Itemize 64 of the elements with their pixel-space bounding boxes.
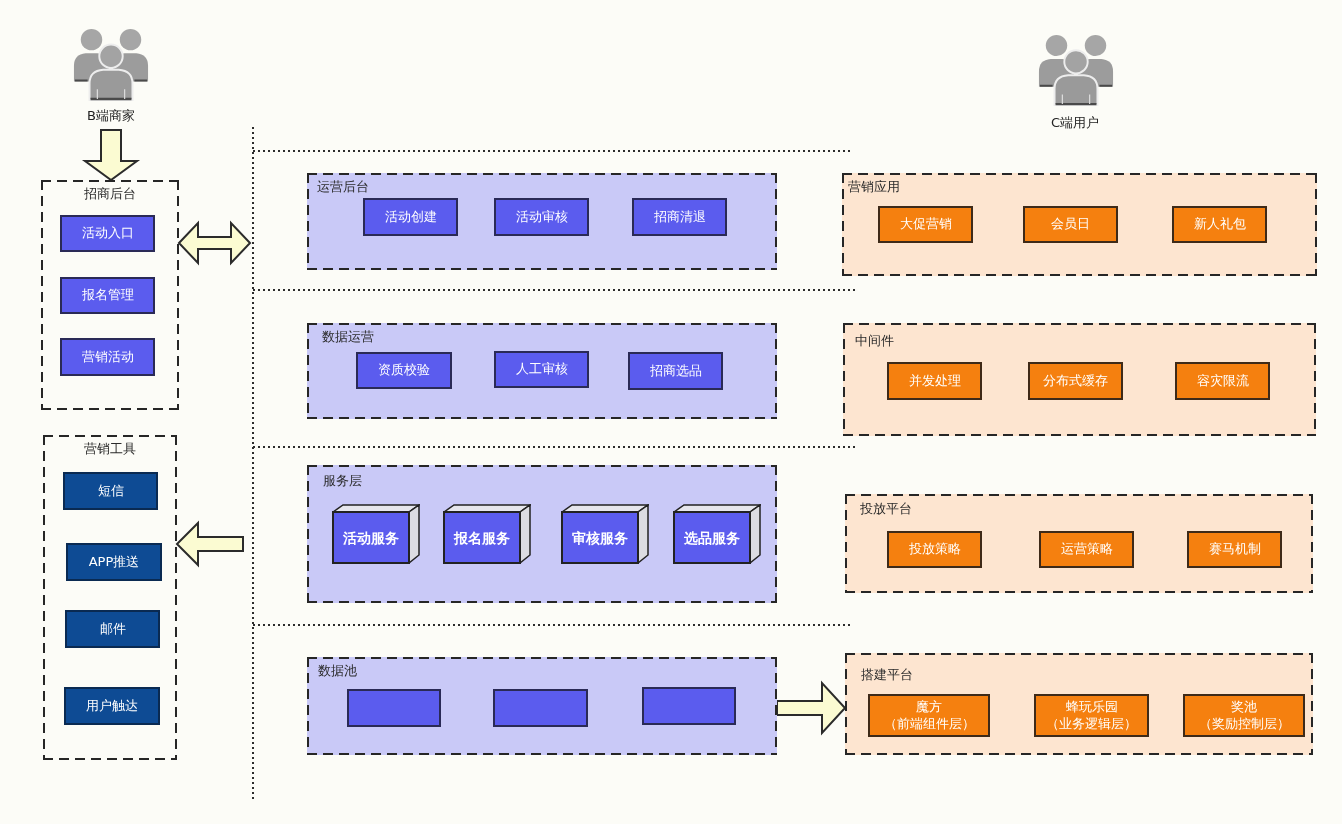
layer-panel xyxy=(307,323,777,419)
panel-title: 投放平台 xyxy=(860,501,912,517)
module-box: APP推送 xyxy=(66,543,162,581)
module-box: 分布式缓存 xyxy=(1028,362,1123,400)
layer-panel xyxy=(845,494,1313,593)
module-box: 资质校验 xyxy=(356,352,452,389)
group-panel xyxy=(43,435,177,760)
module-note: （前端组件层） xyxy=(883,715,975,733)
block-arrow xyxy=(81,129,141,182)
cube-label: 活动服务 xyxy=(343,530,399,546)
layer-panel xyxy=(307,173,777,270)
module-box: 短信 xyxy=(63,472,158,510)
group-panel xyxy=(41,180,179,410)
layer-panel xyxy=(307,465,777,603)
module-note: （奖励控制层） xyxy=(1198,715,1290,733)
module-box: 投放策略 xyxy=(887,531,982,568)
module-box: 赛马机制 xyxy=(1187,531,1282,568)
cube-label: 审核服务 xyxy=(572,530,628,546)
module-box xyxy=(642,687,736,725)
module-box xyxy=(868,694,990,737)
module-box: 用户触达 xyxy=(64,687,160,725)
layer-panel xyxy=(845,653,1313,755)
layer-panel xyxy=(307,657,777,755)
panel-title: 营销应用 xyxy=(848,179,900,195)
module-box xyxy=(1183,694,1305,737)
module-box: 人工审核 xyxy=(494,351,589,388)
module-box: 营销活动 xyxy=(60,338,155,376)
panel-title: 运营后台 xyxy=(317,179,369,195)
panel-title: 数据池 xyxy=(318,663,357,679)
panel-title: 服务层 xyxy=(323,473,362,489)
panel-title: 营销工具 xyxy=(83,441,137,457)
panel-title: 中间件 xyxy=(855,333,894,349)
module-box: 招商清退 xyxy=(632,198,727,236)
cube-label: 选品服务 xyxy=(684,530,740,546)
module-box xyxy=(493,689,588,727)
panel-title: 数据运营 xyxy=(322,329,374,345)
cube-label: 报名服务 xyxy=(454,530,510,546)
module-box: 报名管理 xyxy=(60,277,155,314)
module-note: （业务逻辑层） xyxy=(1046,715,1137,733)
module-box: 新人礼包 xyxy=(1172,206,1267,243)
module-name: 奖池 xyxy=(1231,698,1257,716)
layer-panel xyxy=(842,173,1317,276)
module-box: 容灾限流 xyxy=(1175,362,1270,400)
module-box: 活动创建 xyxy=(363,198,458,236)
module-box xyxy=(347,689,441,727)
panel-title: 搭建平台 xyxy=(861,667,913,683)
panel-title: 招商后台 xyxy=(83,186,137,202)
block-arrow xyxy=(175,520,244,568)
module-box: 并发处理 xyxy=(887,362,982,400)
module-box xyxy=(1034,694,1149,737)
module-box: 邮件 xyxy=(65,610,160,648)
module-box: 会员日 xyxy=(1023,206,1118,243)
actor-label: B端商家 xyxy=(86,108,136,124)
group-label: C端用户 xyxy=(1049,115,1101,131)
module-name: 蜂玩乐园 xyxy=(1065,698,1118,716)
module-box: 运营策略 xyxy=(1039,531,1134,568)
module-box: 活动审核 xyxy=(494,198,589,236)
module-box: 招商选品 xyxy=(628,352,723,390)
module-name: 魔方 xyxy=(916,698,942,716)
double-block-arrow xyxy=(177,220,252,266)
layer-panel xyxy=(843,323,1316,436)
module-box: 大促营销 xyxy=(878,206,973,243)
module-box: 活动入口 xyxy=(60,215,155,252)
block-arrow xyxy=(776,680,847,736)
